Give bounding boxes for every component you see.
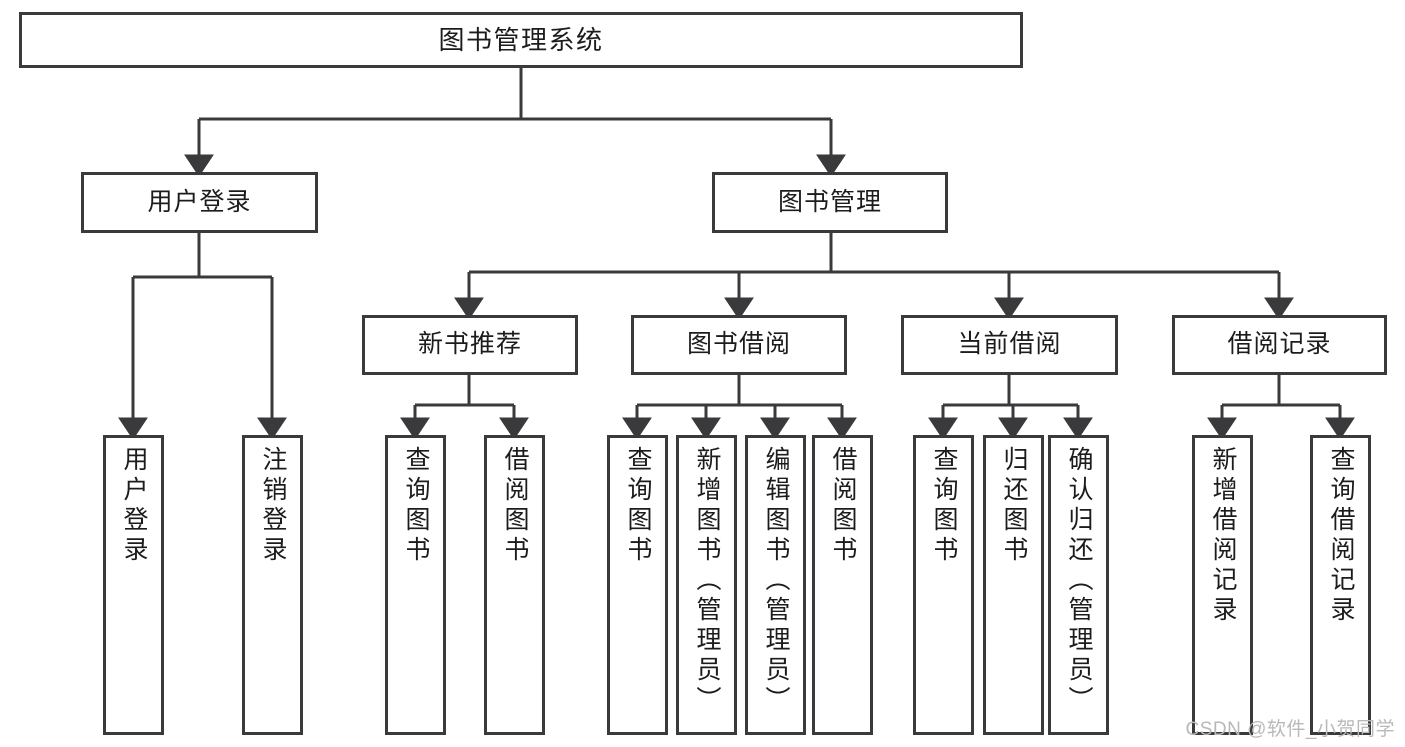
node-user-login[interactable]: 用户登录 — [81, 172, 318, 233]
node-label: 归还图书 — [1000, 446, 1028, 566]
node-label: 注销登录 — [259, 446, 287, 566]
node-current-borrow[interactable]: 当前借阅 — [901, 315, 1118, 375]
node-book-borrow[interactable]: 图书借阅 — [631, 315, 847, 375]
node-label: 借阅记录 — [1227, 330, 1332, 359]
node-new-book-recommend[interactable]: 新书推荐 — [362, 315, 578, 375]
leaf-book-borrow-borrow-book[interactable]: 借阅图书 — [812, 435, 873, 735]
leaf-borrow-record-query-record[interactable]: 查询借阅记录 — [1310, 435, 1371, 735]
node-label: 编辑图书（管理员） — [762, 446, 790, 716]
node-label: 新书推荐 — [417, 330, 522, 359]
node-label: 查询图书 — [930, 446, 958, 566]
leaf-current-borrow-confirm-return-admin[interactable]: 确认归还（管理员） — [1048, 435, 1109, 735]
leaf-book-borrow-add-book-admin[interactable]: 新增图书（管理员） — [676, 435, 737, 735]
node-root-system[interactable]: 图书管理系统 — [19, 12, 1023, 68]
watermark: CSDN @软件_小贺同学 — [1185, 719, 1395, 740]
node-label: 查询图书 — [402, 446, 430, 566]
node-borrow-record[interactable]: 借阅记录 — [1172, 315, 1387, 375]
node-label: 图书管理 — [777, 187, 882, 216]
node-book-management[interactable]: 图书管理 — [712, 172, 948, 233]
node-label: 借阅图书 — [829, 446, 857, 566]
node-label: 确认归还（管理员） — [1065, 446, 1093, 716]
leaf-book-borrow-edit-book-admin[interactable]: 编辑图书（管理员） — [745, 435, 806, 735]
leaf-current-borrow-return-book[interactable]: 归还图书 — [983, 435, 1044, 735]
node-label: 用户登录 — [120, 446, 148, 566]
node-label: 查询图书 — [624, 446, 652, 566]
node-label: 当前借阅 — [957, 330, 1062, 359]
node-label: 图书管理系统 — [438, 24, 604, 55]
node-label: 图书借阅 — [686, 330, 791, 359]
leaf-user-login-logout[interactable]: 注销登录 — [242, 435, 303, 735]
leaf-new-book-borrow-book[interactable]: 借阅图书 — [484, 435, 545, 735]
leaf-current-borrow-query-book[interactable]: 查询图书 — [913, 435, 974, 735]
node-label: 借阅图书 — [501, 446, 529, 566]
leaf-new-book-query-book[interactable]: 查询图书 — [385, 435, 446, 735]
node-label: 用户登录 — [147, 187, 252, 216]
leaf-user-login-login[interactable]: 用户登录 — [103, 435, 164, 735]
leaf-borrow-record-add-record[interactable]: 新增借阅记录 — [1192, 435, 1253, 735]
node-label: 新增图书（管理员） — [693, 446, 721, 716]
node-label: 查询借阅记录 — [1327, 446, 1355, 626]
node-label: 新增借阅记录 — [1209, 446, 1237, 626]
leaf-book-borrow-query-book[interactable]: 查询图书 — [607, 435, 668, 735]
